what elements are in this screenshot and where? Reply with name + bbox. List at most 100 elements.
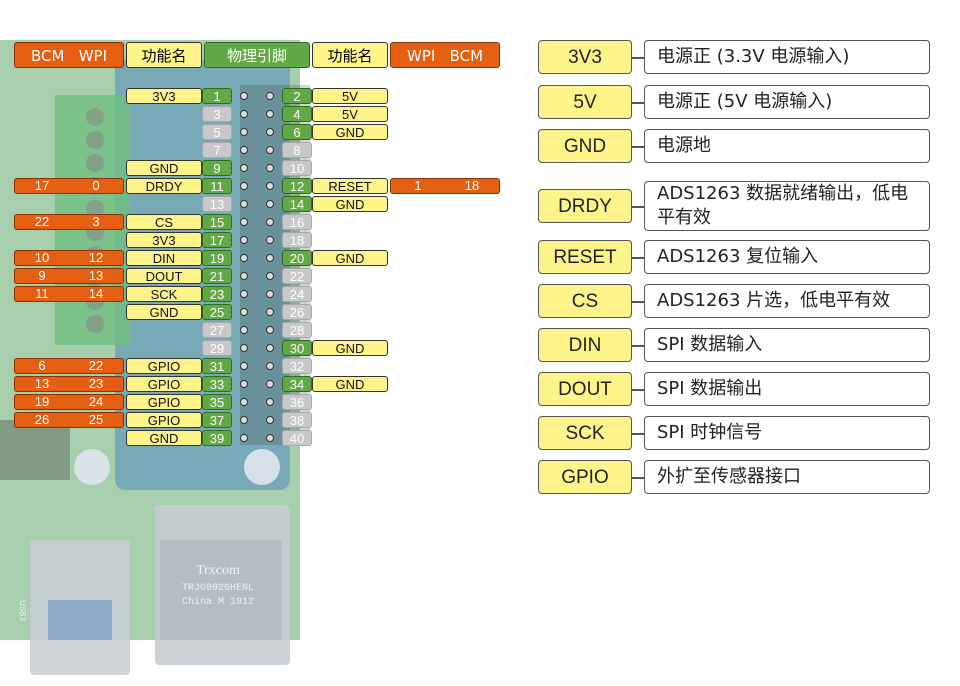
legend-desc-3v3: 电源正 (3.3V 电源输入) bbox=[644, 40, 930, 74]
pin-func-14: GND bbox=[312, 196, 388, 212]
pin-number-40: 40 bbox=[282, 430, 312, 446]
legend-desc-sck: SPI 时钟信号 bbox=[644, 416, 930, 450]
pin-dot-36 bbox=[266, 398, 274, 406]
pin-dot-39 bbox=[240, 434, 248, 442]
pin-dot-16 bbox=[266, 218, 274, 226]
legend-desc-cs: ADS1263 片选，低电平有效 bbox=[644, 284, 930, 318]
pin-number-4: 4 bbox=[282, 106, 312, 122]
pin-dot-4 bbox=[266, 110, 274, 118]
pin-dot-28 bbox=[266, 326, 274, 334]
legend-key-sck: SCK bbox=[538, 416, 632, 450]
pin-func-33: GPIO bbox=[126, 376, 202, 392]
pin-number-35: 35 bbox=[202, 394, 232, 410]
pin-number-7: 7 bbox=[202, 142, 232, 158]
pin-wpi-33: 23 bbox=[88, 376, 104, 391]
pin-func-6: GND bbox=[312, 124, 388, 140]
pin-func-17: 3V3 bbox=[126, 232, 202, 248]
pin-dot-25 bbox=[240, 308, 248, 316]
pin-number-2: 2 bbox=[282, 88, 312, 104]
pin-number-3: 3 bbox=[202, 106, 232, 122]
legend-key-gpio: GPIO bbox=[538, 460, 632, 494]
pin-func-21: DOUT bbox=[126, 268, 202, 284]
pin-wpi-31: 22 bbox=[88, 358, 104, 373]
legend-key-gnd: GND bbox=[538, 129, 632, 163]
pin-dot-14 bbox=[266, 200, 274, 208]
legend-connector bbox=[632, 146, 644, 148]
legend-connector bbox=[632, 257, 644, 259]
legend-key-din: DIN bbox=[538, 328, 632, 362]
pin-number-13: 13 bbox=[202, 196, 232, 212]
pin-number-8: 8 bbox=[282, 142, 312, 158]
header-physical: 物理引脚 bbox=[204, 42, 310, 68]
pin-dot-38 bbox=[266, 416, 274, 424]
legend-key-dout: DOUT bbox=[538, 372, 632, 406]
pin-bcm-19: 10 bbox=[34, 250, 50, 265]
pin-dot-12 bbox=[266, 182, 274, 190]
legend-key-drdy: DRDY bbox=[538, 189, 632, 223]
header-right-func: 功能名 bbox=[312, 42, 388, 68]
pin-wpi-23: 14 bbox=[88, 286, 104, 301]
pin-dot-2 bbox=[266, 92, 274, 100]
pin-bcm-wpi-35 bbox=[14, 394, 124, 410]
header-right-bcm: BCM bbox=[449, 47, 484, 65]
pin-wpi-21: 13 bbox=[88, 268, 104, 283]
pin-func-1: 3V3 bbox=[126, 88, 202, 104]
header-left-wpi: WPI bbox=[78, 47, 108, 65]
pin-dot-20 bbox=[266, 254, 274, 262]
pin-bcm-wpi-33 bbox=[14, 376, 124, 392]
pin-number-12: 12 bbox=[282, 178, 312, 194]
legend-connector bbox=[632, 301, 644, 303]
pin-bcm-21: 9 bbox=[38, 268, 46, 283]
ethernet-origin-text: China M 1912 bbox=[182, 596, 254, 608]
pin-wpi-11: 0 bbox=[92, 178, 100, 193]
pin-number-1: 1 bbox=[202, 88, 232, 104]
pin-number-39: 39 bbox=[202, 430, 232, 446]
pin-func-31: GPIO bbox=[126, 358, 202, 374]
pin-dot-7 bbox=[240, 146, 248, 154]
pin-dot-32 bbox=[266, 362, 274, 370]
pin-number-29: 29 bbox=[202, 340, 232, 356]
pin-func-20: GND bbox=[312, 250, 388, 266]
pin-dot-35 bbox=[240, 398, 248, 406]
legend-key-5v: 5V bbox=[538, 85, 632, 119]
pin-dot-9 bbox=[240, 164, 248, 172]
pin-number-18: 18 bbox=[282, 232, 312, 248]
raspberry-pi-board-image: Trxcom TRJG0926HENL China M 1912 USB3 bbox=[0, 40, 310, 675]
pin-dot-37 bbox=[240, 416, 248, 424]
pin-number-37: 37 bbox=[202, 412, 232, 428]
pin-dot-17 bbox=[240, 236, 248, 244]
pin-wpi-19: 12 bbox=[88, 250, 104, 265]
legend-key-3v3: 3V3 bbox=[538, 40, 632, 74]
pin-bcm-wpi-21 bbox=[14, 268, 124, 284]
pin-number-9: 9 bbox=[202, 160, 232, 176]
pin-dot-31 bbox=[240, 362, 248, 370]
pin-dot-3 bbox=[240, 110, 248, 118]
pin-wpi-37: 25 bbox=[88, 412, 104, 427]
legend-connector bbox=[632, 57, 644, 59]
pin-wpi-15: 3 bbox=[92, 214, 100, 229]
ethernet-brand-text: Trxcom bbox=[196, 563, 240, 578]
pin-func-30: GND bbox=[312, 340, 388, 356]
pin-func-25: GND bbox=[126, 304, 202, 320]
pin-dot-34 bbox=[266, 380, 274, 388]
pin-func-35: GPIO bbox=[126, 394, 202, 410]
pin-bcm-wpi-11 bbox=[14, 178, 124, 194]
pin-dot-30 bbox=[266, 344, 274, 352]
pin-number-6: 6 bbox=[282, 124, 312, 140]
legend-connector bbox=[632, 102, 644, 104]
pin-dot-40 bbox=[266, 434, 274, 442]
pin-number-31: 31 bbox=[202, 358, 232, 374]
pin-func-9: GND bbox=[126, 160, 202, 176]
header-left-func: 功能名 bbox=[126, 42, 202, 68]
pin-bcm-35: 19 bbox=[34, 394, 50, 409]
legend-desc-dout: SPI 数据输出 bbox=[644, 372, 930, 406]
pin-func-34: GND bbox=[312, 376, 388, 392]
pin-bcm-37: 26 bbox=[34, 412, 50, 427]
usb-label-text: USB3 bbox=[18, 600, 27, 621]
pin-bcm-wpi-19 bbox=[14, 250, 124, 266]
pin-dot-23 bbox=[240, 290, 248, 298]
pin-number-16: 16 bbox=[282, 214, 312, 230]
pin-number-23: 23 bbox=[202, 286, 232, 302]
pin-number-36: 36 bbox=[282, 394, 312, 410]
legend-desc-drdy: ADS1263 数据就绪输出，低电平有效 bbox=[644, 181, 930, 231]
